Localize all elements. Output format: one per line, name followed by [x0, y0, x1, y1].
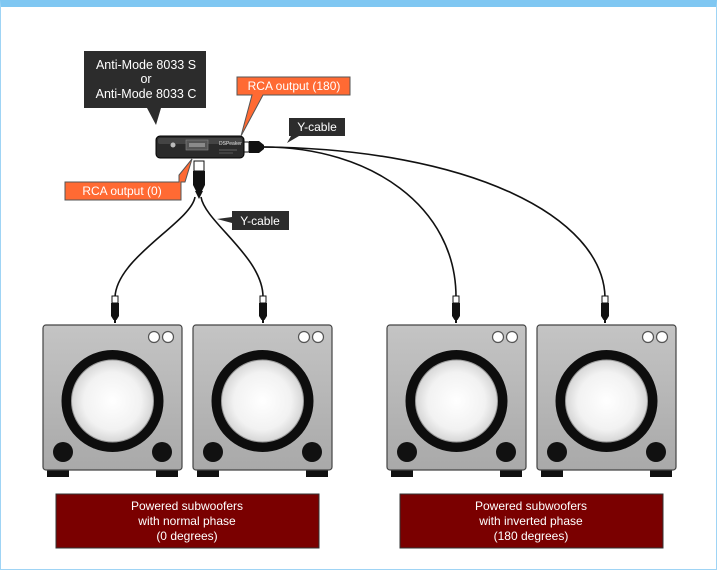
subwoofer-3	[386, 324, 527, 477]
device-callout-line2: or	[140, 72, 151, 86]
cable-sub-2	[200, 196, 264, 298]
subwoofer-port	[302, 442, 322, 462]
subwoofer-foot	[197, 468, 219, 477]
subwoofer-port	[646, 442, 666, 462]
y-junction-plug	[193, 160, 205, 199]
group-normal-line1: Powered subwoofers	[131, 499, 243, 513]
y-cable-mid-label: Y-cable	[217, 211, 289, 230]
subwoofer-port	[496, 442, 516, 462]
group-inverted-box: Powered subwoofers with inverted phase (…	[399, 493, 664, 549]
sub-3-plug	[451, 295, 461, 324]
subwoofer-port	[53, 442, 73, 462]
device-callout-line1: Anti-Mode 8033 S	[96, 58, 196, 72]
rca-180-text: RCA output (180)	[248, 79, 341, 93]
subwoofer-cone	[415, 359, 498, 443]
group-normal-box: Powered subwoofers with normal phase (0 …	[55, 493, 320, 549]
subwoofer-port	[397, 442, 417, 462]
group-normal-line2: with normal phase	[137, 514, 236, 528]
subwoofer-2	[192, 324, 333, 477]
device-callout: Anti-Mode 8033 S or Anti-Mode 8033 C	[84, 51, 206, 125]
subwoofer-knob	[505, 330, 519, 344]
group-inverted-line1: Powered subwoofers	[475, 499, 587, 513]
subwoofer-port	[203, 442, 223, 462]
sub-1-plug	[110, 295, 120, 324]
subwoofer-port	[547, 442, 567, 462]
device-brand: DSPeaker	[219, 141, 242, 147]
subwoofer-knob	[491, 330, 505, 344]
cable-sub-1	[114, 196, 196, 298]
subwoofer-4	[536, 324, 677, 477]
device-callout-line3: Anti-Mode 8033 C	[96, 87, 197, 101]
subwoofer-foot	[500, 468, 522, 477]
cable-sub-3	[262, 146, 457, 298]
y-cable-top-label: Y-cable	[287, 118, 345, 143]
anti-mode-device: DSPeaker	[155, 135, 245, 159]
cable-sub-4	[262, 146, 606, 298]
subwoofer-1	[42, 324, 183, 477]
subwoofer-knob	[297, 330, 311, 344]
subwoofer-knob	[311, 330, 325, 344]
sub-2-plug	[258, 295, 268, 324]
subwoofer-foot	[391, 468, 413, 477]
subwoofer-foot	[47, 468, 69, 477]
subwoofer-foot	[650, 468, 672, 477]
cables	[114, 146, 606, 298]
setup-diagram: DSPeaker Anti-Mode 8033 S or Anti-Mode 8…	[42, 51, 677, 549]
subwoofer-knob	[147, 330, 161, 344]
y-cable-mid-text: Y-cable	[240, 214, 280, 228]
sub-4-plug	[600, 295, 610, 324]
subwoofer-knob	[161, 330, 175, 344]
rca-180-label: RCA output (180)	[236, 76, 351, 137]
subwoofer-cone	[221, 359, 304, 443]
rca-0-text: RCA output (0)	[82, 184, 161, 198]
rca-0-label: RCA output (0)	[64, 158, 193, 201]
y-cable-top-text: Y-cable	[297, 120, 337, 134]
subwoofer-foot	[306, 468, 328, 477]
subwoofers	[42, 324, 677, 477]
subwoofer-knob	[641, 330, 655, 344]
subwoofer-cone	[565, 359, 648, 443]
group-inverted-line3: (180 degrees)	[494, 529, 569, 543]
subwoofer-foot	[156, 468, 178, 477]
group-normal-line3: (0 degrees)	[156, 529, 217, 543]
subwoofer-knob	[655, 330, 669, 344]
group-inverted-line2: with inverted phase	[478, 514, 583, 528]
subwoofer-cone	[71, 359, 154, 443]
subwoofer-port	[152, 442, 172, 462]
subwoofer-foot	[541, 468, 563, 477]
